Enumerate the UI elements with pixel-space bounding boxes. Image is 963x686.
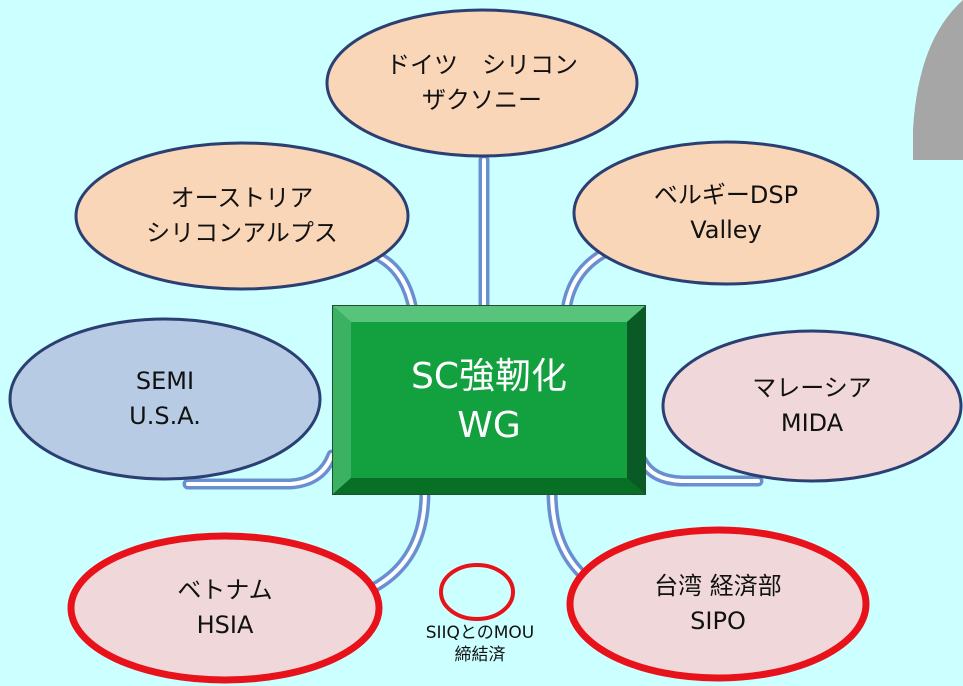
connector-semi (182, 449, 338, 490)
legend-circle (439, 563, 515, 621)
node-austria-ellipse (74, 141, 410, 291)
legend-note: SIIQとのMOU 締結済 (380, 622, 580, 666)
node-germany-ellipse (325, 8, 639, 158)
legend-note-line2: 締結済 (454, 645, 506, 666)
node-belgium-ellipse (572, 140, 880, 286)
node-vietnam-ellipse (67, 532, 383, 684)
node-taiwan-ellipse (566, 526, 870, 682)
connector-vietnam (359, 486, 431, 598)
node-semi-ellipse (8, 317, 322, 481)
center-label: SC強靭化 WG (340, 315, 638, 488)
center-label-line1: SC強靭化 (411, 355, 567, 397)
connector-belgium (560, 244, 616, 316)
center-label-line2: WG (457, 404, 521, 446)
node-malaysia-ellipse (661, 329, 963, 483)
legend-note-line1: SIIQとのMOU (425, 623, 535, 643)
center-box (332, 305, 646, 495)
corner-decoration (913, 0, 963, 160)
connector-austria (369, 249, 419, 316)
